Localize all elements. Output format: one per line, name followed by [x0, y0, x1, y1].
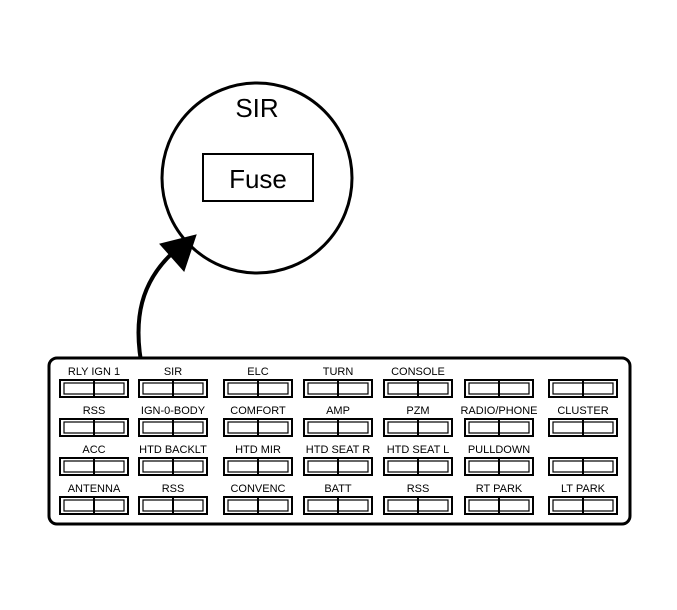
fuse-slot: [548, 379, 618, 398]
callout-fuse-box: [202, 153, 314, 202]
fuse-slot: COMFORT: [223, 405, 293, 437]
fuse-slot: HTD SEAT R: [303, 444, 373, 476]
fuse-block-panel: [47, 356, 632, 526]
fuse-slot-label: RADIO/PHONE: [460, 405, 537, 417]
fuse-slot-label: HTD BACKLT: [139, 444, 207, 456]
fuse-slot-label: RSS: [83, 405, 106, 417]
fuse-slot-label: PZM: [406, 405, 429, 417]
fuse-slot: CLUSTER: [548, 405, 618, 437]
fuse-slot: ELC: [223, 366, 293, 398]
fuse-slot: RSS: [138, 483, 208, 515]
arrow-head-icon: [159, 234, 197, 272]
fuse-slot-label: BATT: [324, 483, 352, 495]
fuse-slot-label: RLY IGN 1: [68, 366, 120, 378]
fuse-slot: PULLDOWN: [464, 444, 534, 476]
fuse-slot: RSS: [59, 405, 129, 437]
fuse-slot: RADIO/PHONE: [460, 405, 538, 437]
fuse-slot-label: ANTENNA: [68, 483, 121, 495]
fuse-slot: RSS: [383, 483, 453, 515]
callout-magnifier: SIR Fuse: [160, 81, 354, 275]
fuse-slot-label: HTD SEAT R: [306, 444, 370, 456]
fuse-slot-label: CLUSTER: [557, 405, 608, 417]
fuse-slot-label: HTD MIR: [235, 444, 281, 456]
callout-fuse-label: Fuse: [229, 164, 287, 194]
callout-title: SIR: [235, 93, 278, 123]
fuse-slot-label: HTD SEAT L: [387, 444, 450, 456]
fuse-slot-label: TURN: [323, 366, 354, 378]
fuse-slot: SIR: [138, 366, 208, 398]
fuse-slot-label: RSS: [162, 483, 185, 495]
fuse-slot: LT PARK: [548, 483, 618, 515]
fuse-slot: ANTENNA: [59, 483, 129, 515]
fuse-slot-label: PULLDOWN: [468, 444, 530, 456]
fuse-slot: RLY IGN 1: [59, 366, 129, 398]
fuse-slot-label: ACC: [82, 444, 105, 456]
fuse-slot: BATT: [303, 483, 373, 515]
fuse-slot: TURN: [303, 366, 373, 398]
fuse-slot-label: CONSOLE: [391, 366, 445, 378]
fuse-slot: PZM: [383, 405, 453, 437]
fuse-slot: AMP: [303, 405, 373, 437]
fuse-slot-label: RSS: [407, 483, 430, 495]
fuse-slot-label: SIR: [164, 366, 182, 378]
fuse-slot-label: COMFORT: [230, 405, 286, 417]
fuse-slot-label: RT PARK: [476, 483, 523, 495]
fuse-slot-label: CONVENC: [230, 483, 285, 495]
fuse-slot: CONVENC: [223, 483, 293, 515]
pointer-arrow: [136, 234, 197, 373]
fuse-slot: RT PARK: [464, 483, 534, 515]
arrow-shaft: [136, 246, 180, 373]
fuse-slot: IGN-0-BODY: [138, 405, 208, 437]
fuse-slot-label: LT PARK: [561, 483, 606, 495]
fuse-slot: HTD SEAT L: [383, 444, 453, 476]
fuse-slot: [464, 379, 534, 398]
fuse-slot: ACC: [59, 444, 129, 476]
fuse-slot: HTD BACKLT: [138, 444, 208, 476]
fuse-slot: HTD MIR: [223, 444, 293, 476]
fuse-slot-label: IGN-0-BODY: [141, 405, 206, 417]
fuse-slot-label: ELC: [247, 366, 268, 378]
fuse-slot: [548, 457, 618, 476]
fuse-slot-label: AMP: [326, 405, 350, 417]
fuse-slot: CONSOLE: [383, 366, 453, 398]
fuse-grid: RLY IGN 1 SIR ELC TURN CONSOLE RSS IGN-0-BODY C…: [59, 366, 618, 515]
